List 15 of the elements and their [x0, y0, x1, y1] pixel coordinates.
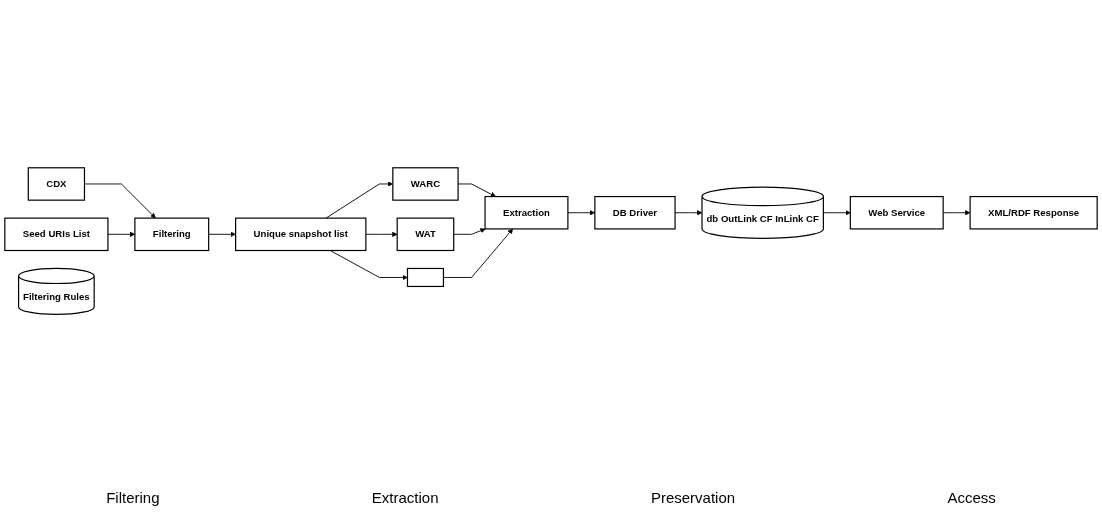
phase-label: Preservation [650, 489, 736, 506]
node-box: Web Service [849, 196, 944, 230]
node-box: XML/RDF Response [969, 196, 1098, 230]
node-box: DB Driver [594, 196, 676, 230]
phase-label: Extraction [371, 489, 439, 506]
node-box: Seed URIs List [4, 217, 109, 252]
node-box: Extraction [484, 196, 569, 230]
node-box: CDX [27, 167, 86, 202]
phase-label: Filtering [106, 489, 160, 506]
node-box: Unique snapshot list [235, 217, 367, 252]
node-box [406, 268, 445, 288]
node-box: Filtering [134, 217, 210, 252]
node-box: WAT [396, 217, 455, 252]
phase-label: Access [947, 489, 996, 506]
node-box: WARC [392, 167, 459, 202]
